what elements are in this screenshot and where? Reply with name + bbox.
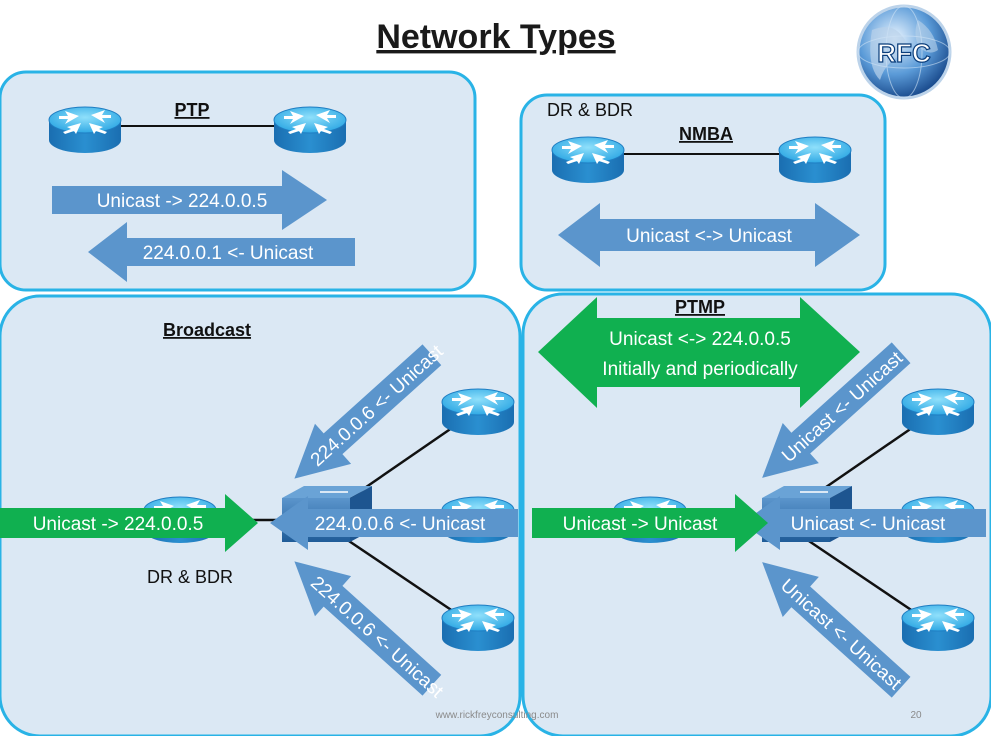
panel-ptmp: PTMP Unicast <-> 224.0.0.5 Initially and… bbox=[521, 292, 991, 736]
arrow-ptmp-bidirectional: PTMP Unicast <-> 224.0.0.5 Initially and… bbox=[538, 297, 860, 408]
router-icon bbox=[551, 136, 625, 184]
panel-nmba-header: NMBA bbox=[679, 124, 733, 144]
router-icon bbox=[441, 388, 515, 436]
arrow-broadcast-mid-label: 224.0.0.6 <- Unicast bbox=[315, 514, 486, 535]
arrow-ptmp-mid: Unicast <- Unicast bbox=[742, 496, 986, 550]
panel-broadcast-header: Broadcast bbox=[163, 320, 251, 340]
arrow-ptmp-in: Unicast -> Unicast bbox=[532, 494, 768, 552]
router-icon bbox=[778, 136, 852, 184]
arrow-ptmp-line2: Initially and periodically bbox=[602, 359, 798, 380]
logo-text: RFC bbox=[877, 38, 931, 68]
panel-nmba: DR & BDR NMBA Unicast <-> Unicast bbox=[519, 93, 887, 292]
panel-ptp-header: PTP bbox=[174, 100, 209, 120]
nmba-dr-bdr-label: DR & BDR bbox=[547, 100, 633, 120]
broadcast-dr-bdr-label: DR & BDR bbox=[147, 567, 233, 587]
arrow-nmba-bidirectional: Unicast <-> Unicast bbox=[558, 203, 860, 267]
arrow-ptmp-line1: Unicast <-> 224.0.0.5 bbox=[609, 329, 791, 350]
arrow-broadcast-mid: 224.0.0.6 <- Unicast bbox=[270, 496, 518, 550]
panel-ptp: PTP Unicast -> 224.0.0.5 224.0.0.1 <- Un… bbox=[0, 70, 477, 292]
arrow-ptp-back: 224.0.0.1 <- Unicast bbox=[88, 222, 355, 282]
page-title: Network Types bbox=[376, 18, 615, 56]
arrow-ptp-out-label: Unicast -> 224.0.0.5 bbox=[97, 191, 268, 212]
router-icon bbox=[901, 604, 975, 652]
panel-ptmp-header: PTMP bbox=[675, 297, 725, 317]
router-icon bbox=[441, 604, 515, 652]
arrow-ptp-out: Unicast -> 224.0.0.5 bbox=[52, 170, 327, 230]
router-icon bbox=[48, 106, 122, 154]
footer-url: www.rickfreyconsulting.com bbox=[435, 710, 559, 721]
arrow-broadcast-in: Unicast -> 224.0.0.5 bbox=[0, 494, 258, 552]
arrow-ptmp-mid-label: Unicast <- Unicast bbox=[791, 514, 946, 535]
footer-page-number: 20 bbox=[910, 710, 922, 721]
arrow-nmba-label: Unicast <-> Unicast bbox=[626, 226, 793, 247]
arrow-broadcast-in-label: Unicast -> 224.0.0.5 bbox=[33, 514, 204, 535]
router-icon bbox=[273, 106, 347, 154]
globe-icon: RFC bbox=[856, 4, 952, 100]
arrow-ptmp-in-label: Unicast -> Unicast bbox=[563, 514, 718, 535]
arrow-ptp-back-label: 224.0.0.1 <- Unicast bbox=[143, 243, 314, 264]
panel-broadcast: Broadcast DR & BDR 224.0.0.6 <- Unicast … bbox=[0, 294, 522, 736]
router-icon bbox=[901, 388, 975, 436]
